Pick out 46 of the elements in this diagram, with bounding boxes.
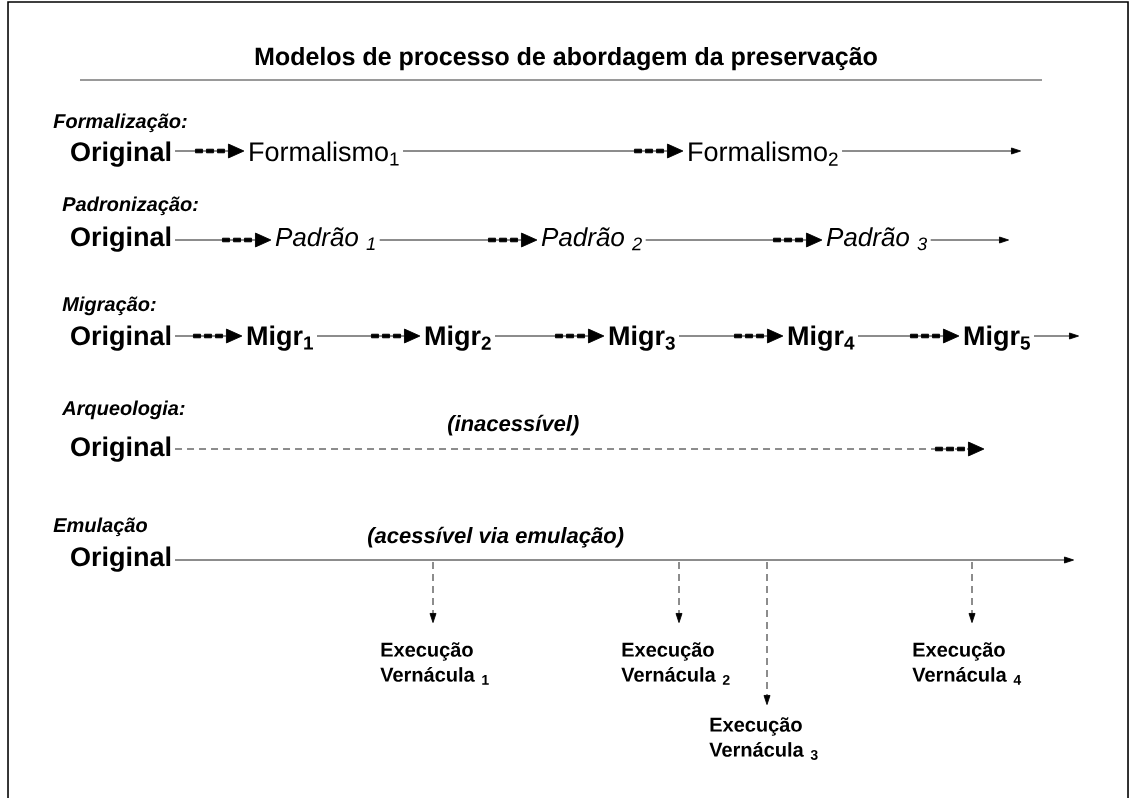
edge-label: (acessível via emulação) (366, 525, 626, 549)
output-label: Execução Vernácula $_{2}$ (621, 642, 730, 685)
arrow (763, 561, 771, 705)
output-label: Execução Vernácula $_{3}$ (709, 717, 818, 760)
stage-label: Migr$_{2}$ (425, 325, 491, 351)
stage-label: Original (71, 436, 171, 462)
arrow (968, 561, 976, 623)
arrow (174, 232, 272, 248)
stage-label: Padrão $_{3}$ (826, 227, 928, 251)
stage-label: Migr$_{3}$ (609, 325, 675, 351)
stage-label: Migr$_{1}$ (247, 325, 313, 351)
arrow (675, 561, 683, 623)
row-heading: Arqueologia: (61, 400, 185, 420)
arrow (379, 232, 538, 248)
arrow (678, 328, 784, 344)
arrow (857, 328, 960, 344)
stage-label: Padrão $_{1}$ (275, 227, 375, 250)
arrow (645, 232, 823, 248)
stage-label: Original (71, 141, 171, 167)
stage-label: Original (71, 325, 171, 351)
arrow (174, 143, 245, 159)
stage-label: Migr$_{4}$ (788, 325, 855, 351)
stage-label: Formalismo$_{2}$ (689, 141, 838, 166)
title: Modelos de processo de abordagem da preservação (255, 46, 877, 71)
stage-label: Migr$_{5}$ (964, 325, 1030, 351)
stage-label: Formalismo$_{1}$ (250, 141, 399, 166)
arrow (174, 441, 985, 457)
arrow (930, 236, 1009, 244)
arrow (429, 561, 437, 623)
arrow (494, 328, 605, 344)
arrow (1033, 332, 1079, 340)
stage-label: Original (71, 546, 171, 572)
stage-label: Padrão $_{2}$ (541, 227, 642, 251)
arrow (174, 328, 243, 344)
arrow (841, 147, 1021, 155)
edge-label: (inacessível) (446, 413, 581, 437)
row-heading: Formalização: (53, 113, 187, 133)
arrow (316, 328, 421, 344)
arrow (174, 556, 1074, 564)
row-heading: Emulação (53, 517, 148, 537)
output-label: Execução Vernácula $_{4}$ (912, 642, 1022, 685)
output-label: Execução Vernácula $_{1}$ (380, 642, 489, 685)
row-heading: Padronização: (62, 196, 198, 216)
arrow (402, 143, 684, 159)
row-heading: Migração: (62, 296, 156, 316)
stage-label: Original (71, 226, 171, 252)
